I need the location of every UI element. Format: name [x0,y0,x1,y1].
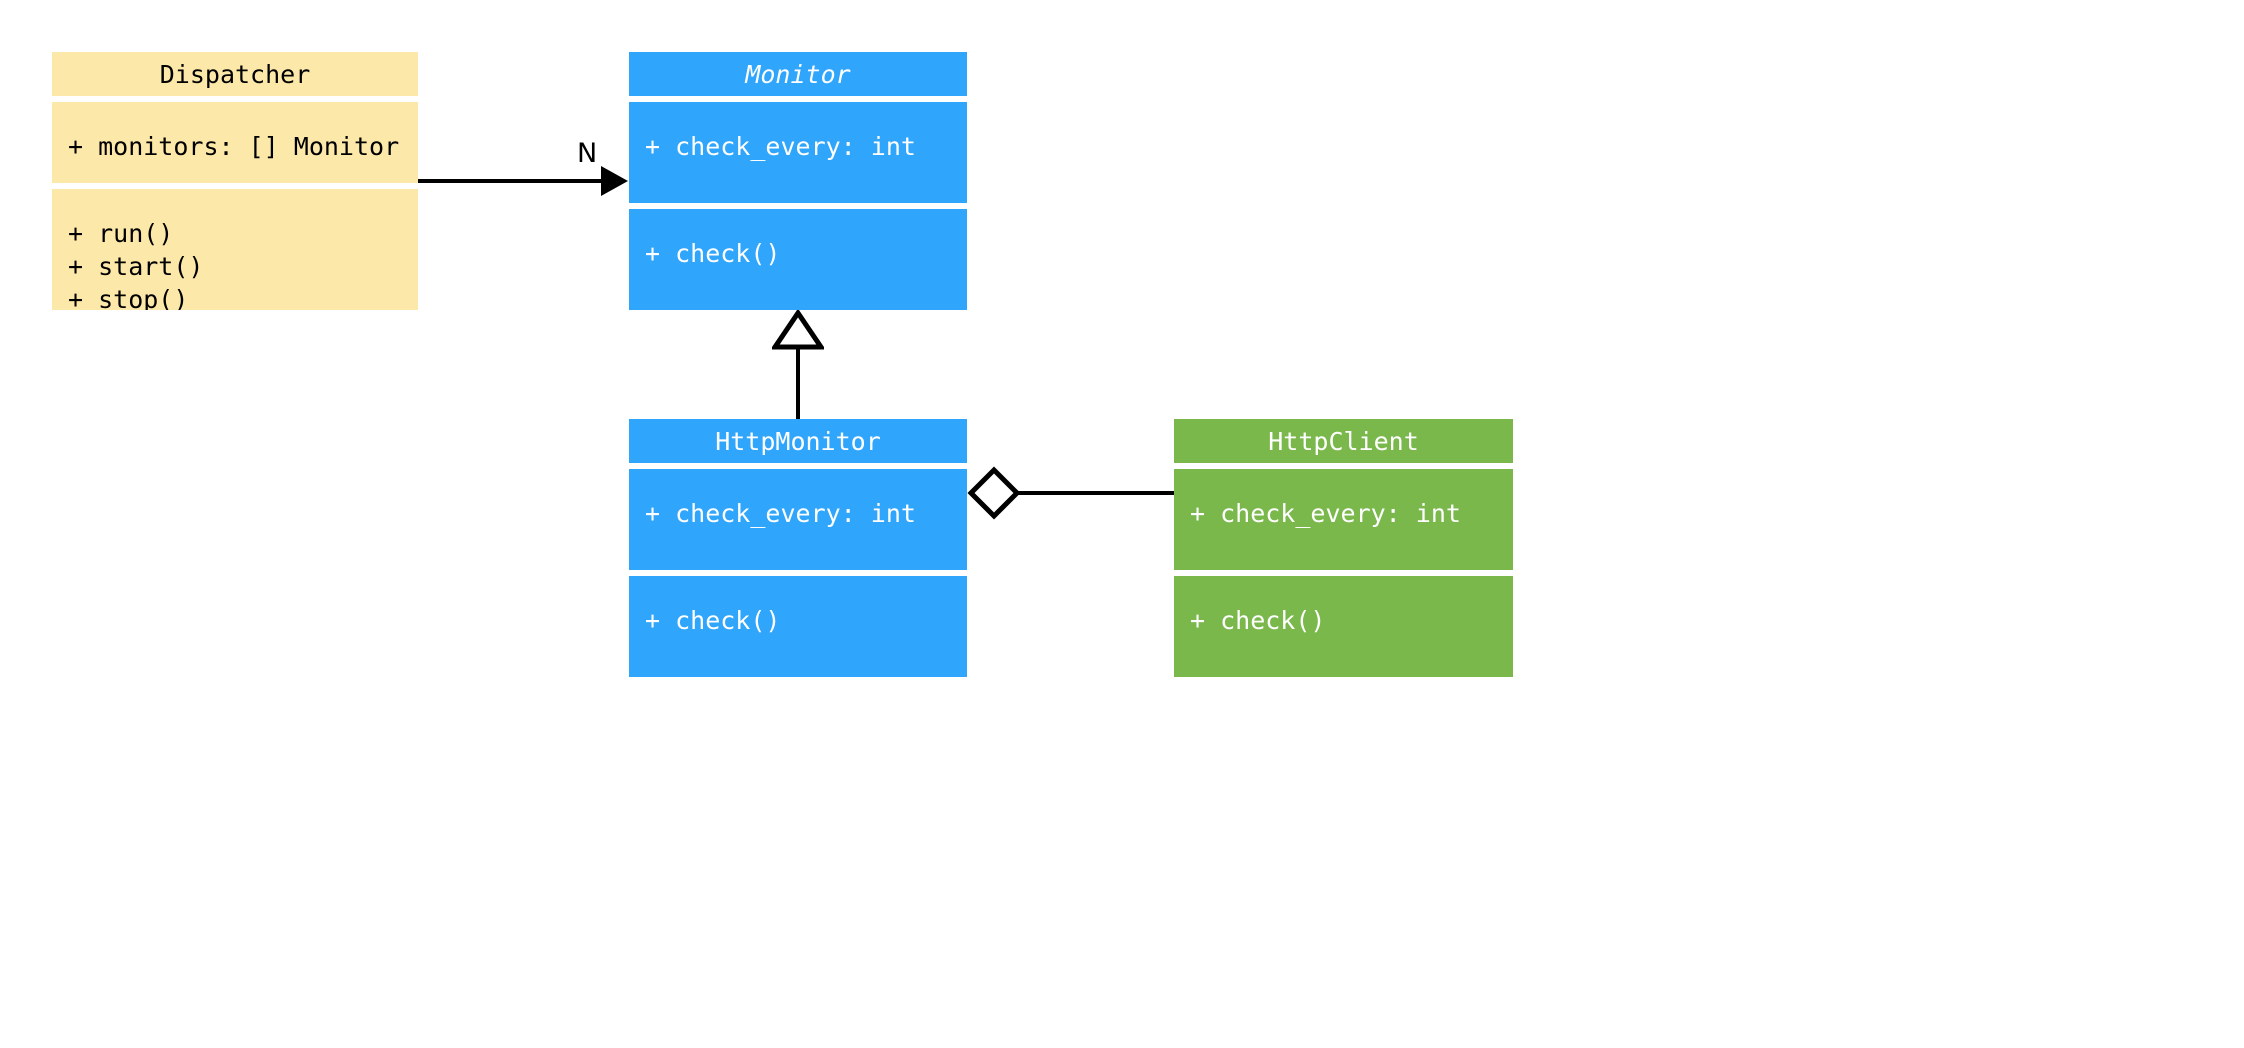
class-box-http-monitor[interactable]: HttpMonitor + check_every: int + check() [629,419,967,677]
association-multiplicity-label: N [577,138,598,169]
class-attributes-dispatcher: + monitors: [] Monitor [52,102,418,183]
class-attributes-monitor: + check_every: int [629,102,967,203]
class-divider [52,96,418,102]
class-box-monitor[interactable]: Monitor + check_every: int + check() [629,52,967,310]
class-attributes-http-monitor: + check_every: int [629,469,967,570]
class-title-dispatcher: Dispatcher [52,52,418,96]
class-divider [629,203,967,209]
generalization-line [796,346,800,419]
class-attributes-http-client: + check_every: int [1174,469,1513,570]
class-methods-http-client: + check() [1174,576,1513,677]
class-divider [1174,463,1513,469]
class-divider [629,570,967,576]
class-methods-dispatcher: + run() + start() + stop() [52,189,418,310]
class-box-dispatcher[interactable]: Dispatcher + monitors: [] Monitor + run(… [52,52,418,310]
class-title-http-client: HttpClient [1174,419,1513,463]
hollow-triangle-head-icon [772,310,824,350]
class-title-monitor: Monitor [629,52,967,96]
hollow-diamond-head-icon [967,466,1021,520]
class-divider [52,183,418,189]
class-divider [629,463,967,469]
class-title-http-monitor: HttpMonitor [629,419,967,463]
class-divider [629,96,967,102]
filled-arrow-head-icon [601,166,628,196]
class-box-http-client[interactable]: HttpClient + check_every: int + check() [1174,419,1513,677]
association-line [418,179,603,183]
aggregation-line [1017,491,1174,495]
class-divider [1174,570,1513,576]
class-methods-monitor: + check() [629,209,967,310]
class-methods-http-monitor: + check() [629,576,967,677]
